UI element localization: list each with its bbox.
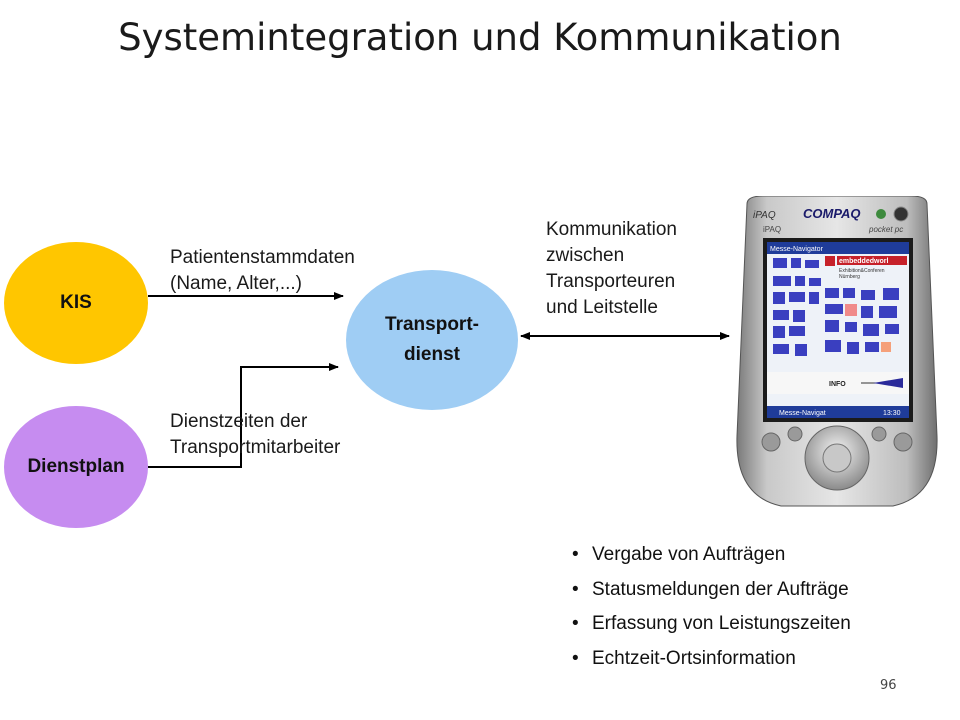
node-dienstplan: Dienstplan [4,406,148,528]
node-kis-label: KIS [60,292,92,313]
bullet-item: Statusmeldungen der Aufträge [572,573,851,608]
pda-map-highlight [845,304,857,316]
pda-model-small: iPAQ [763,225,781,234]
pda-logo-sub2: Nürnberg [839,274,860,280]
pda-device-image: iPAQ COMPAQ iPAQ pocket pc Messe-Navigat… [736,196,938,507]
pda-hw-button-1 [761,432,781,452]
label-komm-line3: Transporteuren [546,271,676,292]
pda-logo-sub1: Exhibition&Conferen [839,268,885,274]
pda-taskbar [767,406,909,418]
label-patientenstammdaten: Patientenstammdaten (Name, Alter,...) [170,245,355,297]
label-komm-line4: und Leitstelle [546,297,658,318]
label-komm-line2: zwischen [546,245,625,266]
bullet-item: Echtzeit-Ortsinformation [572,642,851,677]
pda-app-title: Messe-Navigator [770,246,824,253]
pda-led-indicator [876,209,886,219]
pda-toolbar [767,372,909,394]
pda-logo-mark [825,256,835,266]
node-kis: KIS [4,242,148,364]
node-transport-label-line2: dienst [404,344,460,365]
label-komm-line1: Kommunikation [546,219,677,240]
feature-bullet-list: Vergabe von Aufträgen Statusmeldungen de… [572,538,851,676]
node-dienstplan-label: Dienstplan [27,456,125,477]
pda-info-label: INFO [829,381,846,388]
pda-model: iPAQ [753,210,776,221]
pda-camera-lens [893,206,909,222]
label-dienst-line1: Dienstzeiten der [170,411,308,432]
bullet-item: Erfassung von Leistungszeiten [572,607,851,642]
pda-clock: 13:30 [883,410,901,417]
pda-hw-button-3 [871,426,887,442]
pda-hw-button-2 [787,426,803,442]
label-dienst-line2: Transportmitarbeiter [170,437,341,458]
slide-title: Systemintegration und Kommunikation [118,16,842,59]
pda-logo-text: embeddedworl [839,258,888,265]
pda-brand: COMPAQ [803,206,861,221]
label-dienstzeiten: Dienstzeiten der Transportmitarbeiter [170,409,340,461]
arrow-dienstplan-to-transport [148,363,339,468]
pda-zoom-wedge [873,378,903,388]
pda-navigation-pad-center [822,443,852,473]
pda-title-bar [767,242,909,254]
pda-subtitle: pocket pc [868,225,903,234]
bullet-item: Vergabe von Aufträgen [572,538,851,573]
node-transport-label-line1: Transport- [385,314,479,335]
label-kommunikation: Kommunikation zwischen Transporteuren un… [546,217,677,321]
pda-hw-button-4 [893,432,913,452]
page-number: 96 [880,678,897,693]
pda-logo-band [837,256,907,265]
pda-map-highlight [881,342,891,352]
node-transportdienst: Transport- dienst [346,270,518,410]
pda-taskbar-label: Messe-Navigat [779,410,826,417]
label-patienten-line1: Patientenstammdaten [170,247,355,268]
label-patienten-line2: (Name, Alter,...) [170,273,302,294]
pda-floorplan-map [773,258,899,356]
